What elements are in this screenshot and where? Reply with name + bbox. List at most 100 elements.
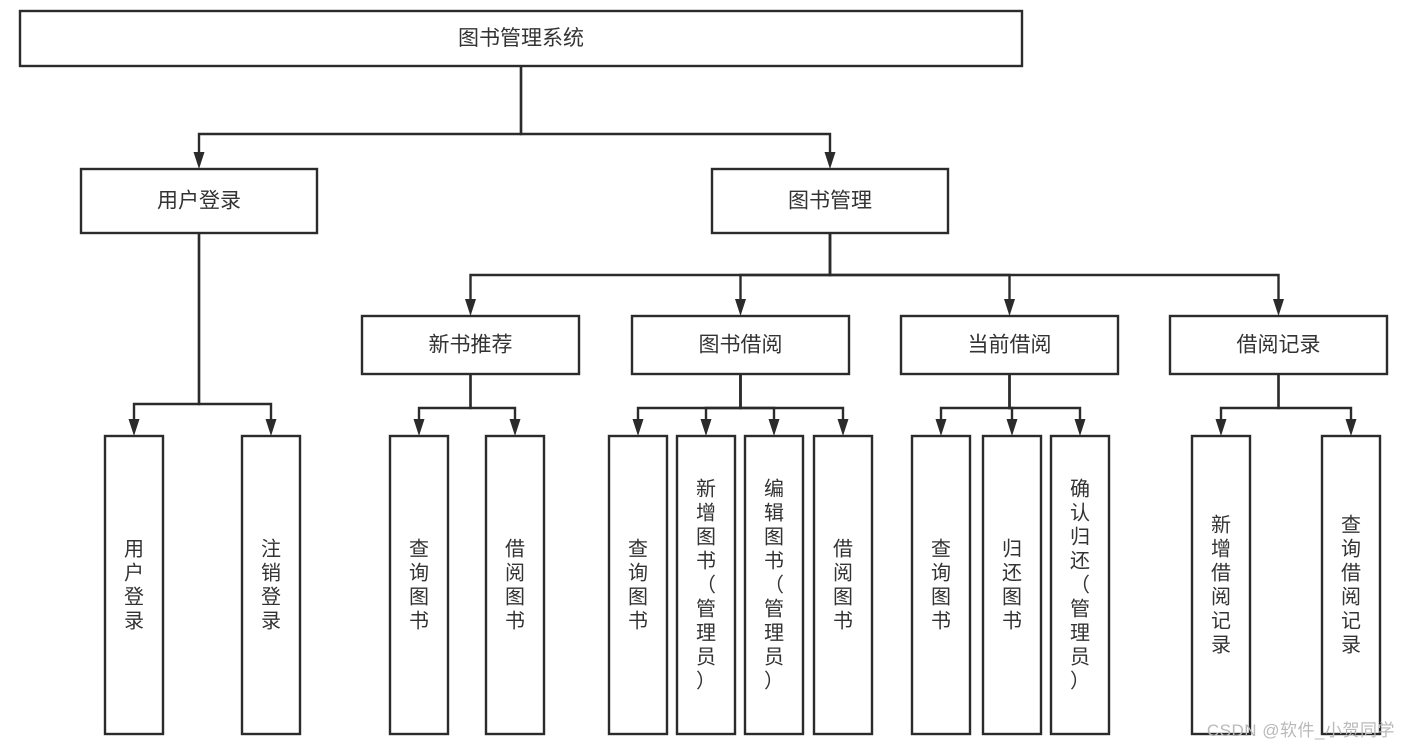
- edge-book-manage-to-book-borrow: [735, 233, 832, 316]
- node-box[interactable]: [812, 434, 874, 736]
- edge-user-login-to-leaf-logout: [197, 233, 277, 436]
- node-leaf-current-query-book[interactable]: 查询图书: [910, 434, 972, 736]
- edge-line: [197, 233, 273, 420]
- edge-line: [469, 374, 517, 420]
- edge-root-to-book-manage: [519, 66, 836, 169]
- node-box[interactable]: [910, 434, 972, 736]
- node-label: 当前借阅: [968, 334, 1052, 357]
- node-box[interactable]: [103, 434, 165, 736]
- edge-book-manage-to-borrow-record: [828, 233, 1284, 316]
- arrow-head-icon: [465, 299, 476, 316]
- node-box[interactable]: [1190, 434, 1252, 736]
- node-box[interactable]: [79, 167, 319, 235]
- node-leaf-edit-book-admin[interactable]: 编辑图书（管理员）: [743, 434, 805, 736]
- node-leaf-borrow-book[interactable]: 借阅图书: [812, 434, 874, 736]
- arrow-head-icon: [265, 419, 277, 436]
- node-box[interactable]: [743, 434, 805, 736]
- node-box[interactable]: [360, 314, 581, 376]
- node-box[interactable]: [1049, 434, 1111, 736]
- edge-borrow-record-to-leaf-query-borrow-record: [1277, 374, 1357, 436]
- edge-new-book-rec-to-leaf-rec-query-book: [413, 374, 472, 436]
- node-box[interactable]: [1320, 434, 1382, 736]
- edge-line: [417, 374, 472, 420]
- nodes-layer: 图书管理系统用户登录图书管理新书推荐图书借阅当前借阅借阅记录用户登录注销登录查询…: [18, 9, 1389, 736]
- node-label: 新书推荐: [429, 334, 513, 357]
- node-box[interactable]: [710, 167, 950, 235]
- node-box[interactable]: [675, 434, 737, 736]
- arrow-head-icon: [509, 419, 521, 436]
- node-leaf-logout[interactable]: 注销登录: [240, 434, 302, 736]
- node-leaf-add-borrow-record[interactable]: 新增借阅记录: [1190, 434, 1252, 736]
- arrow-head-icon: [1004, 299, 1015, 316]
- node-label: 查询图书: [409, 538, 429, 633]
- arrow-head-icon: [1006, 419, 1018, 436]
- node-box[interactable]: [607, 434, 669, 736]
- arrow-head-icon: [413, 419, 425, 436]
- arrow-head-icon: [1273, 299, 1284, 316]
- node-label: 借阅图书: [505, 538, 525, 633]
- node-box[interactable]: [18, 9, 1024, 68]
- arrow-head-icon: [837, 419, 849, 436]
- node-box[interactable]: [899, 314, 1120, 376]
- edge-line: [519, 66, 832, 153]
- node-leaf-query-borrow-record[interactable]: 查询借阅记录: [1320, 434, 1382, 736]
- edge-line: [636, 374, 742, 420]
- edge-current-borrow-to-leaf-current-query-book: [935, 374, 1011, 436]
- arrow-head-icon: [935, 419, 947, 436]
- node-box[interactable]: [630, 314, 851, 376]
- node-new-book-rec[interactable]: 新书推荐: [360, 314, 581, 376]
- arrow-head-icon: [193, 152, 205, 169]
- node-label: 注销登录: [261, 538, 281, 633]
- edge-line: [739, 374, 845, 420]
- node-label: 图书管理系统: [458, 27, 584, 50]
- node-root[interactable]: 图书管理系统: [18, 9, 1024, 68]
- edge-line: [739, 233, 832, 300]
- node-label: 借阅记录: [1237, 334, 1321, 357]
- node-box[interactable]: [388, 434, 450, 736]
- edge-book-borrow-to-leaf-add-book-admin: [700, 374, 742, 436]
- node-label: 编辑图书（管理员）: [764, 478, 784, 693]
- node-box[interactable]: [1168, 314, 1389, 376]
- edge-new-book-rec-to-leaf-rec-borrow-book: [469, 374, 521, 436]
- edge-user-login-to-leaf-user-login: [128, 233, 201, 436]
- node-current-borrow[interactable]: 当前借阅: [899, 314, 1120, 376]
- edge-line: [939, 374, 1011, 420]
- arrow-head-icon: [632, 419, 644, 436]
- edge-book-borrow-to-leaf-borrow-query-book: [632, 374, 742, 436]
- node-leaf-rec-query-book[interactable]: 查询图书: [388, 434, 450, 736]
- node-leaf-borrow-query-book[interactable]: 查询图书: [607, 434, 669, 736]
- node-label: 查询图书: [628, 538, 648, 633]
- node-label: 归还图书: [1002, 538, 1022, 633]
- arrow-head-icon: [824, 152, 836, 169]
- arrow-head-icon: [1345, 419, 1357, 436]
- node-leaf-add-book-admin[interactable]: 新增图书（管理员）: [675, 434, 737, 736]
- node-leaf-user-login[interactable]: 用户登录: [103, 434, 165, 736]
- edge-line: [469, 233, 832, 300]
- node-box[interactable]: [981, 434, 1043, 736]
- node-leaf-return-book[interactable]: 归还图书: [981, 434, 1043, 736]
- edge-current-borrow-to-leaf-return-book: [1006, 374, 1018, 436]
- node-leaf-confirm-return-admin[interactable]: 确认归还（管理员）: [1049, 434, 1111, 736]
- edge-line: [197, 66, 523, 153]
- arrow-head-icon: [735, 299, 746, 316]
- edge-line: [828, 233, 1280, 300]
- node-leaf-rec-borrow-book[interactable]: 借阅图书: [484, 434, 546, 736]
- node-label: 图书管理: [788, 190, 872, 213]
- node-box[interactable]: [240, 434, 302, 736]
- node-book-borrow[interactable]: 图书借阅: [630, 314, 851, 376]
- node-label: 查询图书: [931, 538, 951, 633]
- edge-book-borrow-to-leaf-borrow-book: [739, 374, 849, 436]
- node-label: 用户登录: [124, 539, 144, 633]
- node-box[interactable]: [484, 434, 546, 736]
- node-label: 新增图书（管理员）: [696, 478, 716, 693]
- node-book-manage[interactable]: 图书管理: [710, 167, 950, 235]
- node-borrow-record[interactable]: 借阅记录: [1168, 314, 1389, 376]
- node-user-login[interactable]: 用户登录: [79, 167, 319, 235]
- edge-line: [1008, 374, 1082, 420]
- arrow-head-icon: [700, 419, 712, 436]
- edge-line: [1277, 374, 1353, 420]
- node-label: 图书借阅: [699, 334, 783, 357]
- edge-borrow-record-to-leaf-add-borrow-record: [1215, 374, 1280, 436]
